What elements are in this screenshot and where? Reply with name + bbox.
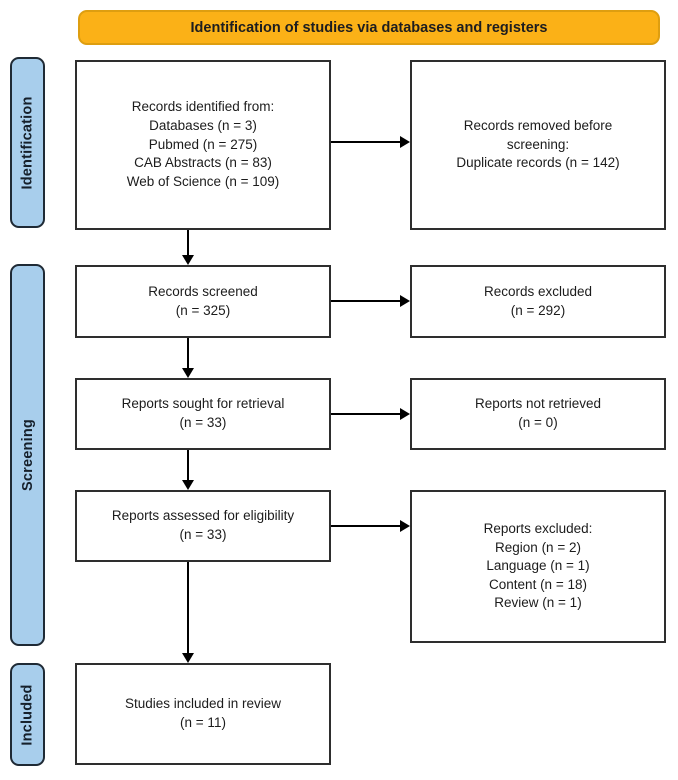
arrowhead-right-icon [400,408,410,420]
arrowhead-down-icon [182,255,194,265]
box-reports-not-retrieved: Reports not retrieved (n = 0) [410,378,666,450]
box-reports-not-retrieved-text: Reports not retrieved (n = 0) [474,396,602,430]
arrow-line [331,141,402,143]
arrowhead-down-icon [182,653,194,663]
arrow-line [187,338,189,370]
stage-label-screening: Screening [19,419,36,491]
box-records-removed-text: Records removed before screening: Duplic… [456,118,620,171]
box-records-identified-text: Records identified from: Databases (n = … [126,99,280,189]
box-records-identified: Records identified from: Databases (n = … [75,60,331,230]
box-records-excluded: Records excluded (n = 292) [410,265,666,338]
arrow-right-screened-to-excluded [331,295,410,307]
arrowhead-down-icon [182,480,194,490]
arrow-line [331,525,402,527]
stage-label-identification: Identification [19,95,36,190]
arrow-line [331,300,402,302]
box-reports-sought-text: Reports sought for retrieval (n = 33) [121,396,285,430]
box-reports-excluded-text: Reports excluded: Region (n = 2) Languag… [483,520,593,611]
stage-bar-screening: Screening [10,264,45,646]
arrow-down-identified-to-screened [182,230,194,265]
arrowhead-right-icon [400,520,410,532]
arrow-right-identified-to-removed [331,136,410,148]
box-reports-assessed-text: Reports assessed for eligibility (n = 33… [111,508,295,542]
box-records-excluded-text: Records excluded (n = 292) [483,283,593,318]
box-reports-assessed: Reports assessed for eligibility (n = 33… [75,490,331,562]
arrow-line [331,413,402,415]
arrow-line [187,230,189,257]
arrow-down-sought-to-assessed [182,450,194,490]
banner: Identification of studies via databases … [78,10,660,45]
arrow-line [187,562,189,655]
box-reports-excluded: Reports excluded: Region (n = 2) Languag… [410,490,666,643]
stage-bar-included: Included [10,663,45,766]
box-reports-sought: Reports sought for retrieval (n = 33) [75,378,331,450]
banner-label: Identification of studies via databases … [190,19,548,36]
stage-bar-identification: Identification [10,57,45,228]
box-records-screened-text: Records screened (n = 325) [148,283,258,318]
arrow-down-assessed-to-included [182,562,194,663]
arrowhead-down-icon [182,368,194,378]
stage-label-included: Included [19,683,36,746]
box-records-screened: Records screened (n = 325) [75,265,331,338]
arrow-right-sought-to-not-retrieved [331,408,410,420]
arrow-line [187,450,189,482]
arrowhead-right-icon [400,295,410,307]
arrow-right-assessed-to-excluded [331,520,410,532]
arrow-down-screened-to-sought [182,338,194,378]
box-records-removed: Records removed before screening: Duplic… [410,60,666,230]
box-studies-included-text: Studies included in review (n = 11) [124,696,282,730]
arrowhead-right-icon [400,136,410,148]
box-studies-included: Studies included in review (n = 11) [75,663,331,765]
